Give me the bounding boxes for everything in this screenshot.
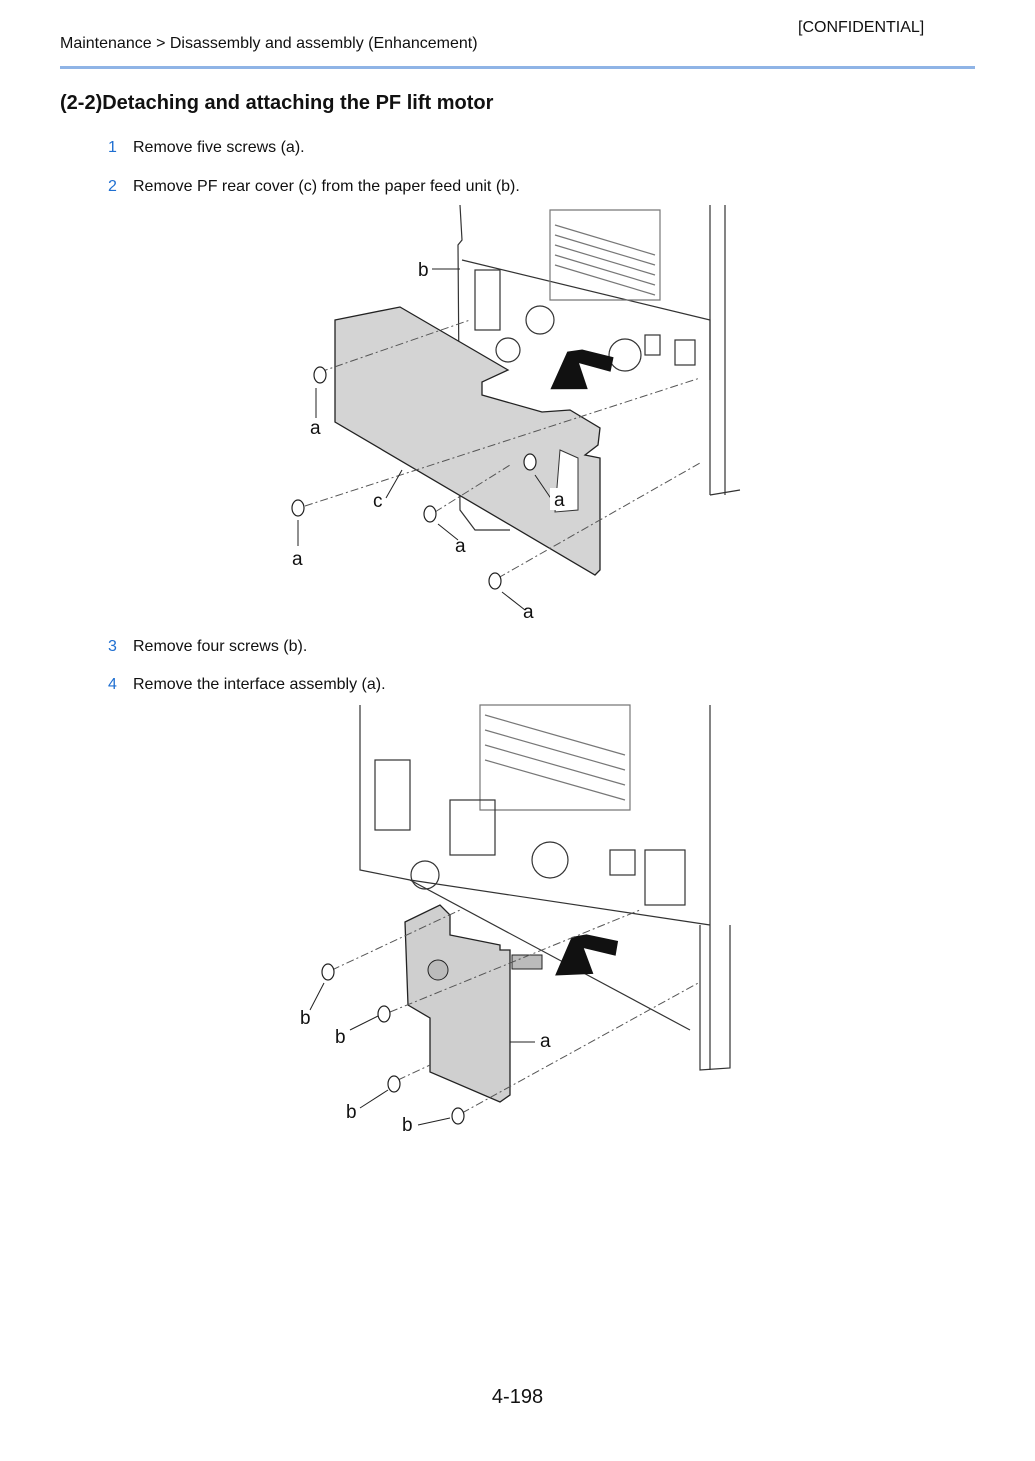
breadcrumb: Maintenance > Disassembly and assembly (… <box>60 35 478 52</box>
callout-a: a <box>455 536 466 557</box>
step-2: 2 Remove PF rear cover (c) from the pape… <box>108 178 520 196</box>
callout-a: a <box>540 1031 551 1052</box>
screw-icon <box>523 453 537 471</box>
screw-icon <box>488 572 502 590</box>
callout-a: a <box>523 602 534 623</box>
figure-interface-assembly-removal: b b a b b <box>300 704 731 1136</box>
callout-b: b <box>346 1102 357 1123</box>
callout-a: a <box>554 490 565 511</box>
rear-cover-shape <box>334 306 601 576</box>
confidential-label: [CONFIDENTIAL] <box>798 19 925 36</box>
callout-a: a <box>292 549 303 570</box>
callout-b: b <box>402 1115 413 1136</box>
step-text: Remove PF rear cover (c) from the paper … <box>133 178 520 195</box>
screw-icon <box>451 1107 465 1125</box>
step-4: 4 Remove the interface assembly (a). <box>108 676 386 694</box>
screw-icon <box>377 1005 391 1023</box>
screw-icon <box>291 499 305 517</box>
step-number: 4 <box>108 676 117 693</box>
removal-arrow-icon <box>550 349 614 390</box>
screw-icon <box>313 366 327 384</box>
header-divider <box>60 66 975 69</box>
figure-rear-cover-removal: b a c a a a a <box>291 204 741 623</box>
step-3: 3 Remove four screws (b). <box>108 638 307 656</box>
removal-arrow-icon <box>555 934 619 976</box>
callout-a: a <box>310 418 321 439</box>
callout-c: c <box>373 491 383 512</box>
step-number: 2 <box>108 178 117 195</box>
step-number: 3 <box>108 638 117 655</box>
callout-b: b <box>300 1008 311 1029</box>
step-text: Remove the interface assembly (a). <box>133 676 386 693</box>
callout-b: b <box>335 1027 346 1048</box>
page-number: 4-198 <box>491 1386 544 1408</box>
callout-b: b <box>418 260 429 281</box>
step-text: Remove four screws (b). <box>133 638 308 655</box>
step-text: Remove five screws (a). <box>133 139 305 156</box>
step-1: 1 Remove five screws (a). <box>108 139 305 157</box>
screw-icon <box>423 505 437 523</box>
section-title: (2-2)Detaching and attaching the PF lift… <box>60 92 494 114</box>
screw-icon <box>321 963 335 981</box>
interface-assembly-shape <box>404 904 511 1103</box>
screw-icon <box>387 1075 401 1093</box>
step-number: 1 <box>108 139 117 156</box>
